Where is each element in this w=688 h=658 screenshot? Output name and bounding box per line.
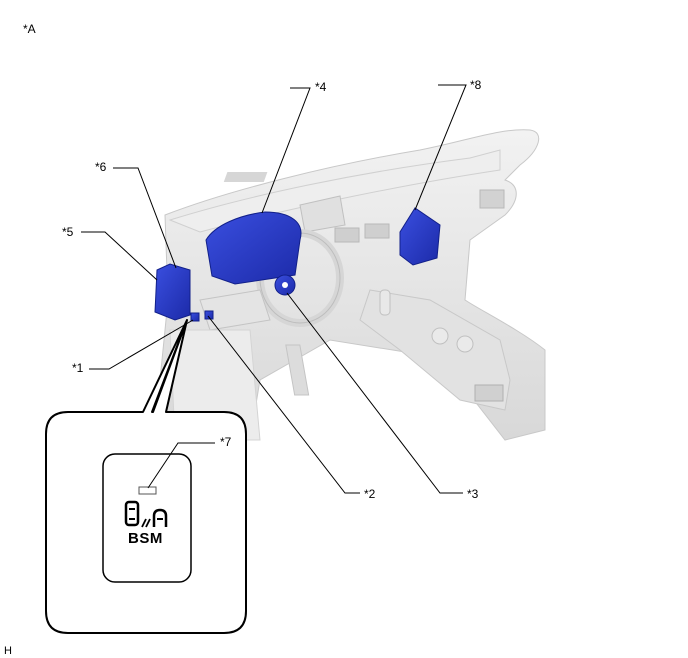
spiral-cable: [274, 274, 296, 296]
callout-7: *7: [220, 435, 232, 449]
callout-1: *1: [72, 361, 84, 375]
ecu-module-5: [154, 263, 191, 321]
figure-code: H: [4, 645, 12, 657]
callout-4: *4: [315, 80, 327, 94]
leader-lines: [81, 84, 467, 494]
callout-5: *5: [62, 225, 74, 239]
blind-spot-monitor-icon: [124, 500, 168, 528]
inset-switch-panel: [102, 442, 215, 583]
callout-2: *2: [364, 487, 376, 501]
view-label: *A: [23, 22, 36, 36]
connector-2: [204, 310, 214, 320]
callout-8: *8: [470, 78, 482, 92]
combination-meter: [205, 211, 302, 285]
connector-1: [190, 312, 200, 322]
dashboard-body: [159, 129, 546, 441]
callout-3: *3: [467, 487, 479, 501]
airbag-sensor-module: [399, 207, 441, 266]
callout-6: *6: [95, 160, 107, 174]
bsm-switch-label: BSM: [128, 530, 163, 547]
